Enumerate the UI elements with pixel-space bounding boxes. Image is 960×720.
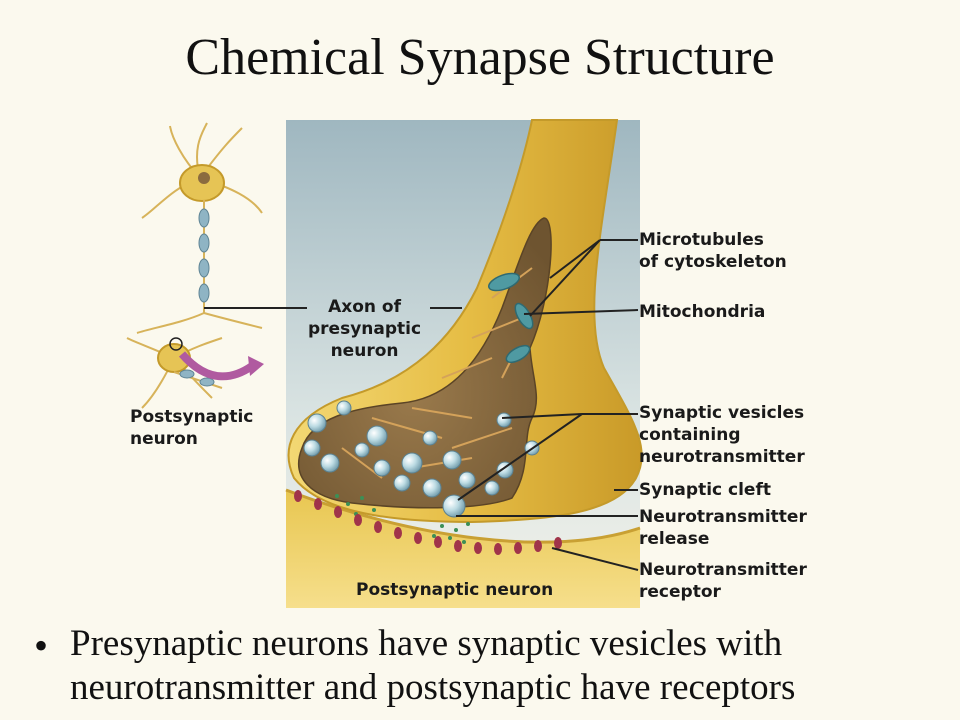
microtubules: [341, 267, 533, 479]
slide-title: Chemical Synapse Structure: [185, 29, 775, 86]
label-postsynaptic-bottom: Postsynaptic neuron: [356, 580, 554, 600]
label-synaptic-cleft: Synaptic cleft: [639, 480, 771, 500]
bullet-dot-icon: •: [34, 623, 49, 668]
receptors: [294, 490, 562, 555]
bullet-text: Presynaptic neurons have synaptic vesicl…: [70, 623, 796, 708]
zoom-arrow: [178, 351, 255, 381]
synapse-illustration: [126, 119, 643, 608]
leader-lines: [204, 239, 639, 571]
mitochondria: [488, 272, 534, 364]
label-mitochondria: Mitochondria: [639, 302, 766, 322]
